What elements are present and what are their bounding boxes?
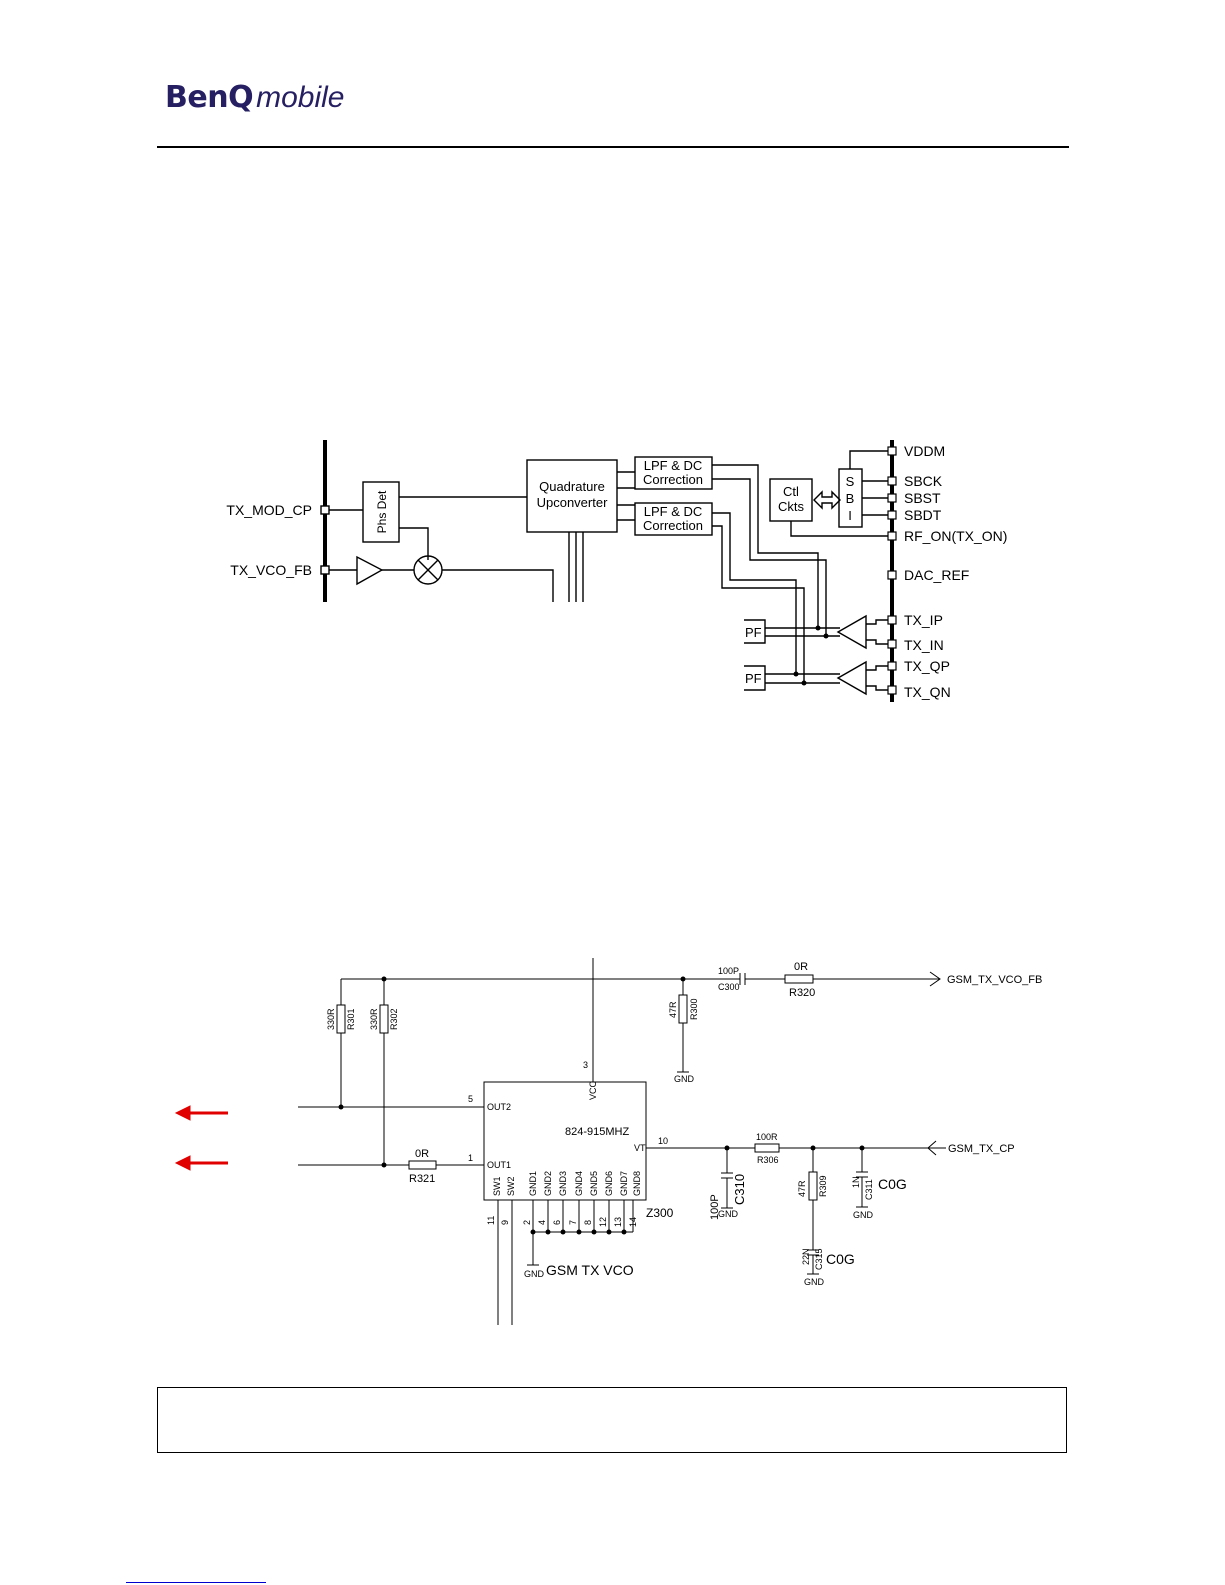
pin-gnd8: GND8 <box>632 1171 642 1196</box>
pin-gnd5: GND5 <box>589 1171 599 1196</box>
r300-ref: R300 <box>689 998 699 1020</box>
pin-gnd1: GND1 <box>528 1171 538 1196</box>
net-gsm-tx-vco-fb: GSM_TX_VCO_FB <box>947 974 1042 986</box>
pin-vt: VT <box>634 1143 646 1153</box>
r300-gnd: GND <box>674 1074 695 1084</box>
c310-ref: C310 <box>732 1174 747 1205</box>
c311-ref: C311 <box>864 1179 874 1200</box>
pin-num-gnd3: 6 <box>552 1220 562 1225</box>
c315-gnd: GND <box>804 1277 825 1287</box>
c310-value: 100P <box>709 1194 721 1220</box>
lpf-bottom-label-2: Correction <box>643 518 703 533</box>
pin-gnd2: GND2 <box>543 1171 553 1196</box>
phs-det-label: Phs Det <box>375 490 389 533</box>
port-tx-ip: TX_IP <box>904 612 943 628</box>
red-arrow-icons <box>174 1105 228 1171</box>
pin-num-gnd8: 14 <box>628 1217 638 1227</box>
sbi-label-b: B <box>846 491 855 506</box>
lpf-top-label-1: LPF & DC <box>644 458 703 473</box>
footer-box <box>157 1387 1067 1453</box>
port-tx-qp: TX_QP <box>904 658 950 674</box>
pin-num-sw2: 9 <box>500 1220 510 1225</box>
pin-num-gnd6: 12 <box>598 1217 608 1227</box>
port-sbdt: SBDT <box>904 507 942 523</box>
c300-value: 100P <box>718 966 739 976</box>
r301-ref: R301 <box>346 1008 356 1030</box>
ctl-label-1: Ctl <box>783 484 799 499</box>
port-tx-mod-cp: TX_MOD_CP <box>226 502 312 518</box>
ctl-label-2: Ckts <box>778 499 805 514</box>
r320-value: 0R <box>794 961 808 973</box>
r321-value: 0R <box>415 1148 429 1160</box>
pin-num-out1: 1 <box>468 1153 473 1163</box>
port-tx-vco-fb: TX_VCO_FB <box>230 562 312 578</box>
chip-ref: Z300 <box>646 1206 674 1220</box>
c315-value: 22N <box>801 1248 811 1265</box>
r320-ref: R320 <box>789 987 815 999</box>
pf-label-bottom: PF <box>745 671 762 686</box>
port-rf-on: RF_ON(TX_ON) <box>904 528 1007 544</box>
r301-value: 330R <box>326 1008 336 1030</box>
pin-num-gnd1: 2 <box>522 1220 532 1225</box>
r306-ref: R306 <box>757 1155 779 1165</box>
pin-out2: OUT2 <box>487 1102 511 1112</box>
sbi-label-i: I <box>848 508 852 523</box>
port-dac-ref: DAC_REF <box>904 567 969 583</box>
c315-ref: C315 <box>814 1248 824 1270</box>
r309-ref: R309 <box>818 1175 828 1197</box>
port-sbck: SBCK <box>904 473 943 489</box>
pin-num-gnd4: 7 <box>568 1220 578 1225</box>
r306-value: 100R <box>756 1132 778 1142</box>
c311-dielectric: C0G <box>878 1176 907 1192</box>
pin-num-gnd7: 13 <box>613 1217 623 1227</box>
r321-ref: R321 <box>409 1173 435 1185</box>
c311-gnd: GND <box>853 1210 874 1220</box>
c300-ref: C300 <box>718 982 740 992</box>
logo-brand: BenQ <box>165 80 254 115</box>
chip-label: GSM TX VCO <box>546 1262 634 1278</box>
chip-gnd: GND <box>524 1269 545 1279</box>
pin-out1: OUT1 <box>487 1160 511 1170</box>
r302-ref: R302 <box>389 1008 399 1030</box>
pin-gnd4: GND4 <box>574 1171 584 1196</box>
pin-gnd6: GND6 <box>604 1171 614 1196</box>
footer-link[interactable] <box>126 1582 266 1583</box>
pin-gnd7: GND7 <box>619 1171 629 1196</box>
pin-num-vcc: 3 <box>583 1060 588 1070</box>
c311-value: 1N <box>851 1176 861 1188</box>
benq-mobile-logo: BenQ mobile <box>165 80 344 124</box>
port-sbst: SBST <box>904 490 941 506</box>
c315-dielectric: C0G <box>826 1251 855 1267</box>
pin-vcc: VCC <box>588 1080 598 1100</box>
c310-gnd: GND <box>718 1209 739 1219</box>
pf-label-top: PF <box>745 625 762 640</box>
pin-num-gnd2: 4 <box>537 1220 547 1225</box>
quadrature-label-2: Upconverter <box>537 495 608 510</box>
quadrature-label-1: Quadrature <box>539 479 605 494</box>
pin-gnd3: GND3 <box>558 1171 568 1196</box>
port-vddm: VDDM <box>904 443 945 459</box>
header-rule <box>157 146 1069 148</box>
net-gsm-tx-cp: GSM_TX_CP <box>948 1143 1015 1155</box>
pin-num-sw1: 11 <box>486 1216 496 1225</box>
pin-num-out2: 5 <box>468 1094 473 1104</box>
port-tx-in: TX_IN <box>904 637 944 653</box>
r309-value: 47R <box>797 1180 807 1197</box>
logo-sub: mobile <box>256 81 345 114</box>
r302-value: 330R <box>369 1008 379 1030</box>
lpf-bottom-label-1: LPF & DC <box>644 504 703 519</box>
sbi-label-s: S <box>846 474 855 489</box>
port-tx-qn: TX_QN <box>904 684 951 700</box>
lpf-top-label-2: Correction <box>643 472 703 487</box>
pin-num-vt: 10 <box>658 1136 668 1146</box>
r300-value: 47R <box>668 1001 678 1018</box>
pin-num-gnd5: 8 <box>583 1220 593 1225</box>
pin-sw2: SW2 <box>506 1176 516 1196</box>
chip-frequency: 824-915MHZ <box>565 1126 629 1138</box>
pin-sw1: SW1 <box>492 1176 502 1196</box>
